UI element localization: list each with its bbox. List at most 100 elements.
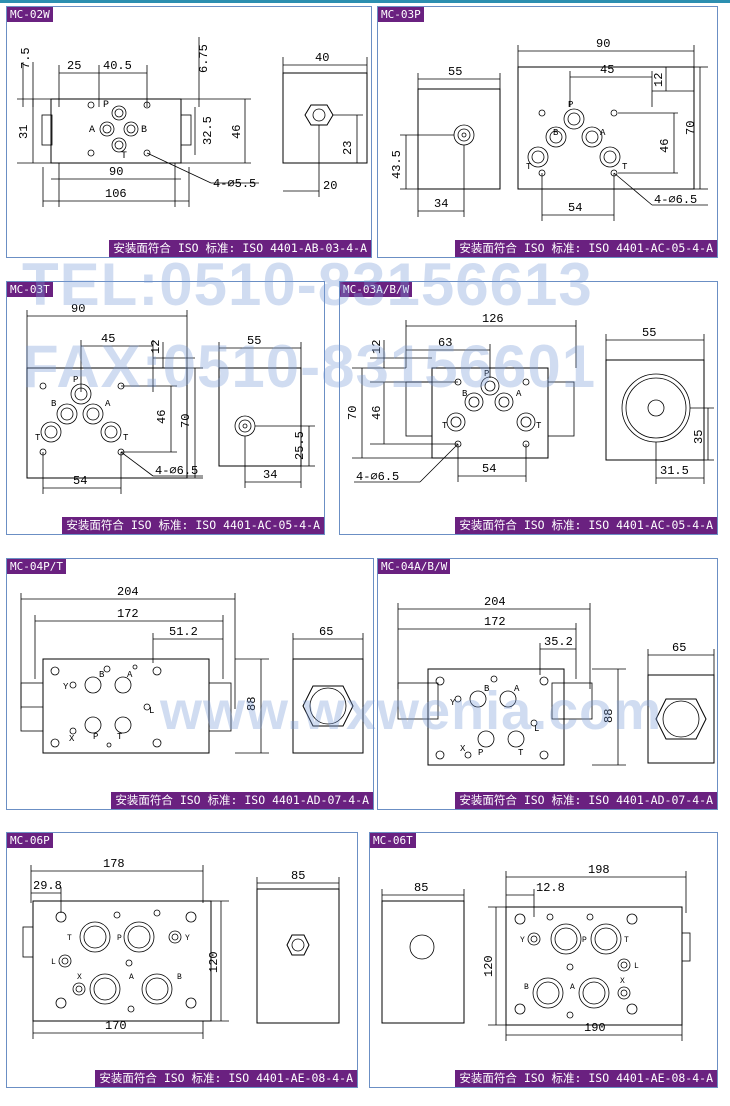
port-b-label: B: [99, 670, 105, 680]
dim-172: 172: [117, 607, 139, 621]
dim-6-75: 6.75: [197, 44, 211, 73]
port-y-label: Y: [450, 698, 456, 708]
side-dim-43-5: 43.5: [390, 150, 404, 179]
port-a-label: A: [105, 399, 111, 409]
drawing-mc-04abw: 204 172 35.2 Y X P L A B T 88 65: [397, 595, 715, 766]
iso-standard: 安装面符合 ISO 标准: ISO 4401-AC-05-4-A: [455, 240, 717, 257]
dim-25: 25: [67, 59, 81, 73]
dim-190: 190: [584, 1021, 606, 1035]
dim-12: 12: [652, 73, 666, 87]
dim-46: 46: [230, 125, 244, 139]
dim-204: 204: [117, 585, 139, 599]
panel-mc-03t: MC-03T 90 45 P B A T T 12 46 70 54 4-⌀6.…: [6, 281, 325, 535]
port-y-label: Y: [63, 682, 69, 692]
side-dim-55: 55: [247, 334, 261, 348]
port-p-label: P: [478, 748, 483, 758]
side-dim-20: 20: [323, 179, 337, 193]
port-l-label: L: [634, 962, 639, 971]
port-p-label: P: [117, 934, 122, 943]
dim-12: 12: [370, 340, 384, 354]
side-dim-85: 85: [291, 869, 305, 883]
port-t1-label: T: [526, 162, 532, 172]
drawing-mc-03p: 55 43.5 34 90 45 P B A T T 12 46 70 54 4…: [390, 37, 708, 221]
model-tag: MC-06T: [370, 833, 416, 848]
drawing-mc-04pt: 204 172 51.2 Y X P L A B T 88 65: [20, 585, 364, 754]
dim-120: 120: [482, 955, 496, 977]
drawing-mc-02w: 25 40.5 7.5 6.75 31 46 32.5 P A B T 90 1…: [17, 37, 368, 207]
dim-106: 106: [105, 187, 127, 201]
port-b-label: B: [51, 399, 57, 409]
port-x-label: X: [77, 973, 82, 982]
dim-63: 63: [438, 336, 452, 350]
dim-holes: 4-⌀6.5: [356, 470, 399, 484]
port-a-label: A: [129, 973, 134, 982]
port-t1-label: T: [35, 433, 41, 443]
side-dim-65: 65: [672, 641, 686, 655]
dim-29-8: 29.8: [33, 879, 62, 893]
iso-standard: 安装面符合 ISO 标准: ISO 4401-AC-05-4-A: [62, 517, 324, 534]
port-a-label: A: [516, 389, 522, 399]
port-t-label: T: [117, 732, 123, 742]
dim-45: 45: [101, 332, 115, 346]
side-dim-25-5: 25.5: [293, 431, 307, 460]
dim-90: 90: [596, 37, 610, 51]
dim-46: 46: [658, 139, 672, 153]
port-t2-label: T: [536, 421, 542, 431]
port-b-label: B: [177, 973, 182, 982]
dim-46: 46: [370, 406, 384, 420]
port-a-label: A: [514, 684, 520, 694]
model-tag: MC-03A/B/W: [340, 282, 413, 297]
port-t-label: T: [121, 151, 127, 162]
port-l-label: L: [534, 724, 539, 734]
drawing-mc-06p: 178 29.8 T P Y L X A B 120 170 85: [22, 857, 340, 1039]
dim-126: 126: [482, 312, 504, 326]
dim-46: 46: [155, 410, 169, 424]
dim-54: 54: [568, 201, 582, 215]
port-y-label: Y: [185, 934, 190, 943]
side-dim-35: 35: [692, 430, 706, 444]
port-t-label: T: [624, 936, 629, 945]
iso-standard: 安装面符合 ISO 标准: ISO 4401-AB-03-4-A: [109, 240, 371, 257]
iso-standard: 安装面符合 ISO 标准: ISO 4401-AD-07-4-A: [455, 792, 717, 809]
port-b-label: B: [553, 128, 559, 138]
side-dim-85: 85: [414, 881, 428, 895]
dim-170: 170: [105, 1019, 127, 1033]
port-p-label: P: [484, 369, 489, 379]
side-dim-55: 55: [448, 65, 462, 79]
dim-holes: 4-⌀6.5: [654, 193, 697, 207]
dim-90: 90: [109, 165, 123, 179]
panel-mc-03abw: MC-03A/B/W 126 63 P B A T T 12 46 70 54 …: [339, 281, 718, 535]
panel-mc-03p: MC-03P 55 43.5 34 90 45 P B A T T 12 46 …: [377, 6, 718, 258]
port-p-label: P: [582, 936, 587, 945]
dim-70: 70: [346, 406, 360, 420]
dim-88: 88: [245, 697, 259, 711]
dim-54: 54: [482, 462, 496, 476]
port-t2-label: T: [622, 162, 628, 172]
model-tag: MC-03P: [378, 7, 424, 22]
dim-32-5: 32.5: [201, 116, 215, 145]
iso-standard: 安装面符合 ISO 标准: ISO 4401-AE-08-4-A: [455, 1070, 717, 1087]
panel-mc-04abw: MC-04A/B/W 204 172 35.2 Y X P L A B T 88…: [377, 558, 718, 810]
dim-holes: 4-⌀5.5: [213, 177, 256, 191]
side-dim-55: 55: [642, 326, 656, 340]
port-t-label: T: [67, 934, 72, 943]
model-tag: MC-04P/T: [7, 559, 66, 574]
port-t-label: T: [518, 748, 524, 758]
dim-12: 12: [149, 340, 163, 354]
port-a-label: A: [127, 670, 133, 680]
port-p-label: P: [93, 732, 98, 742]
model-tag: MC-03T: [7, 282, 53, 297]
dim-90: 90: [71, 302, 85, 316]
port-l-label: L: [149, 706, 154, 716]
dim-198: 198: [588, 863, 610, 877]
side-dim-34: 34: [263, 468, 277, 482]
panel-mc-06t: MC-06T 85 198 12.8 T P Y L X A B 120 190…: [369, 832, 718, 1088]
dim-70: 70: [179, 414, 193, 428]
model-tag: MC-04A/B/W: [378, 559, 451, 574]
port-b-label: B: [524, 983, 529, 992]
top-rule: [0, 0, 730, 3]
dim-7-5: 7.5: [19, 47, 33, 69]
port-b-label: B: [484, 684, 490, 694]
panel-mc-04pt: MC-04P/T 204 172 51.2 Y X P L A B T 88 6…: [6, 558, 374, 810]
port-l-label: L: [51, 958, 56, 967]
